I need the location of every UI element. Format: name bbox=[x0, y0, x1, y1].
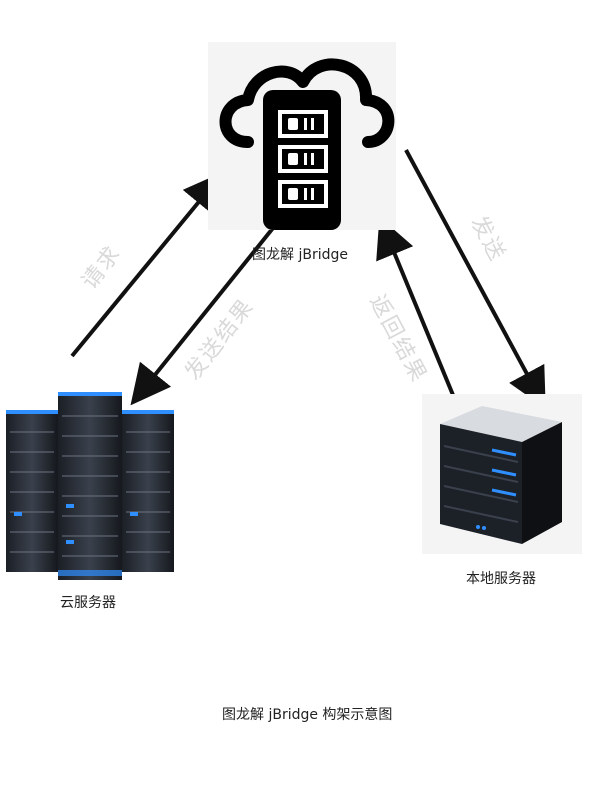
request-arrow bbox=[70, 171, 224, 358]
return-result-arrow bbox=[376, 216, 462, 413]
local-label: 本地服务器 bbox=[466, 571, 536, 587]
send-arrow bbox=[404, 149, 546, 409]
send-result-arrow bbox=[130, 226, 275, 406]
cloud-servers-icon bbox=[6, 392, 174, 580]
local-node bbox=[422, 394, 582, 554]
diagram-caption: 图龙解 jBridge 构架示意图 bbox=[222, 707, 393, 723]
local-server-icon bbox=[440, 406, 562, 544]
cloud-node bbox=[6, 392, 174, 580]
cloud-label: 云服务器 bbox=[60, 595, 116, 611]
hub-label: 图龙解 jBridge bbox=[252, 247, 348, 263]
hub-node bbox=[208, 42, 396, 230]
cloud-server-rack-icon bbox=[219, 58, 395, 230]
